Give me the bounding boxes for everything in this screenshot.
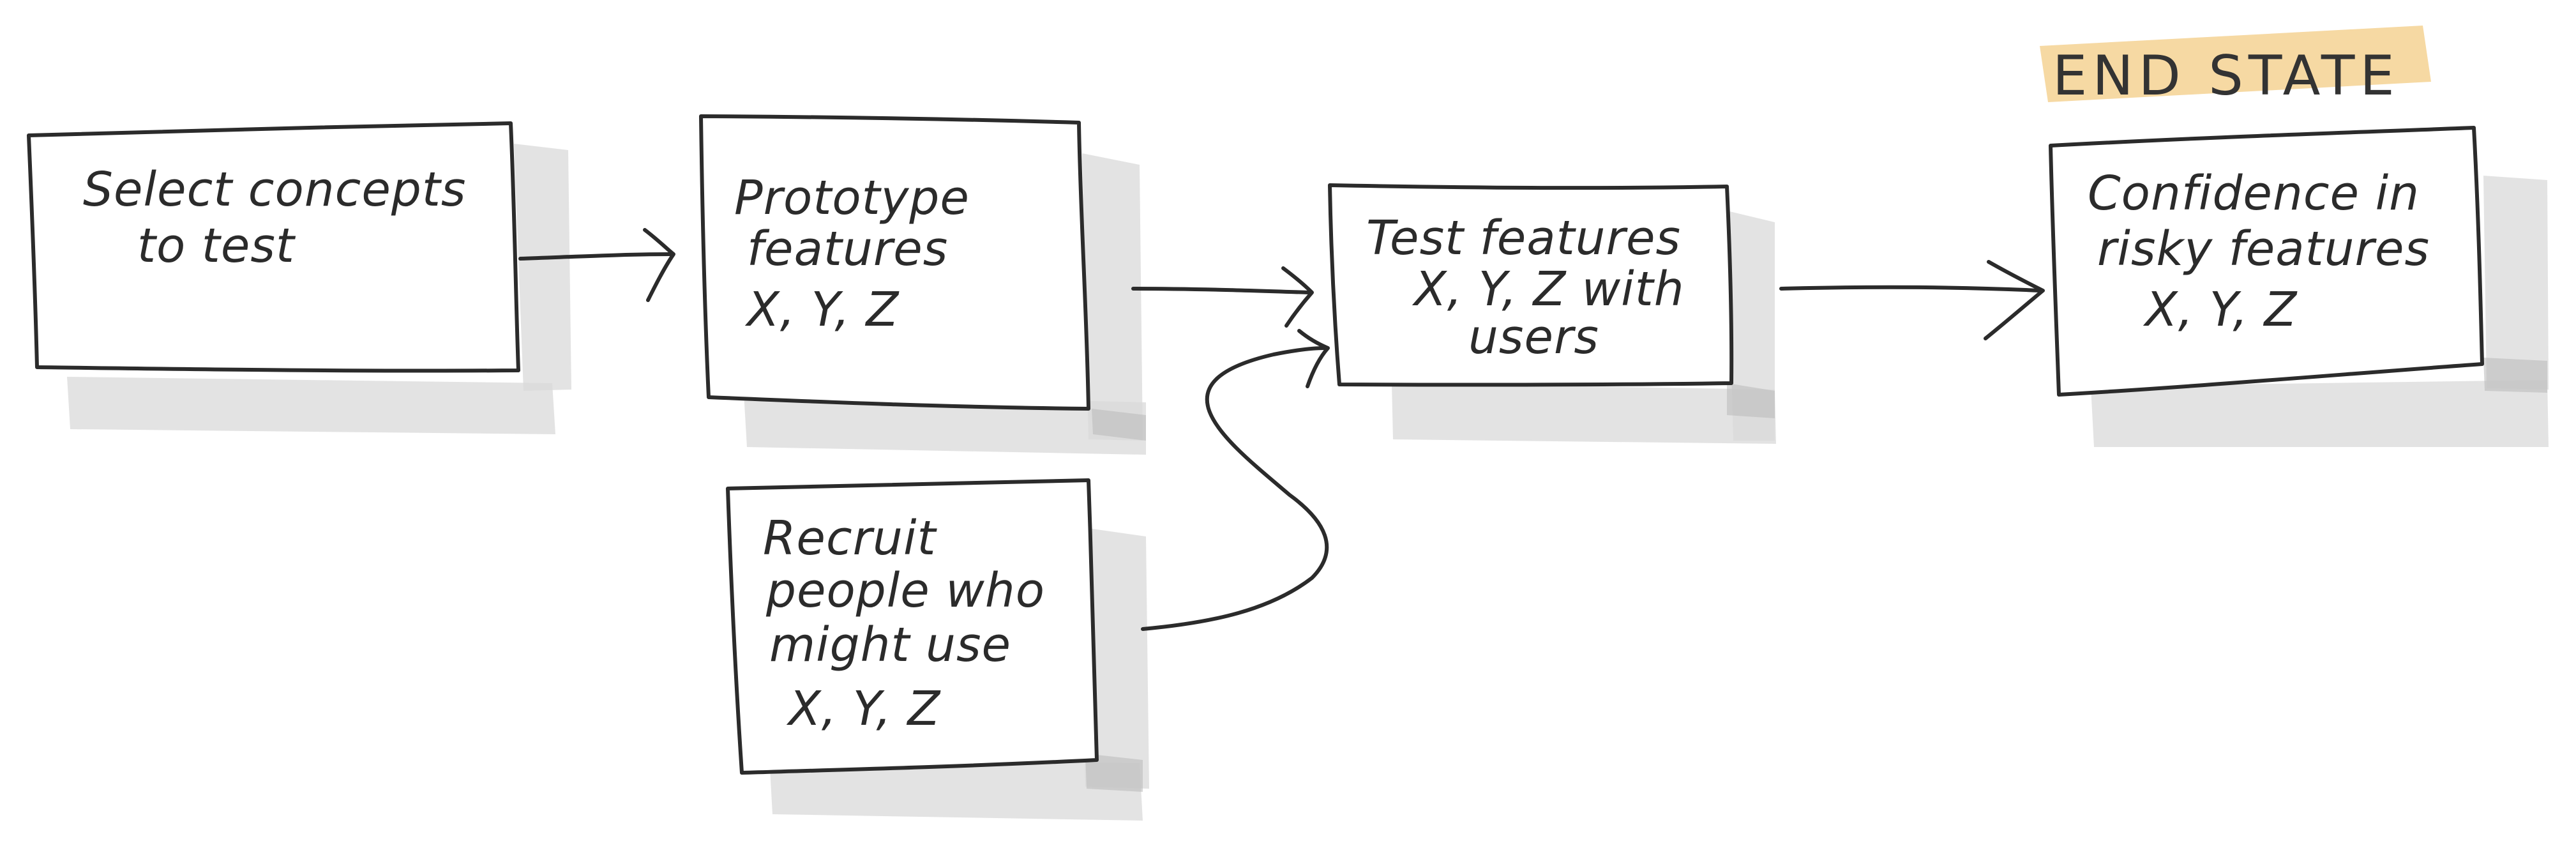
end-state-highlight	[2040, 26, 2431, 102]
end-state-tag: END STATE	[2040, 26, 2431, 108]
svg-text:Confidence in risky feat: Confidence in risky features X, Y, Z	[2088, 166, 2446, 337]
recruit-line-3: might use	[769, 618, 1011, 672]
test-line-3: users	[1468, 310, 1599, 365]
end-state-label: END STATE	[2053, 44, 2400, 108]
shadows	[67, 144, 2549, 821]
confidence-line-2: risky features	[2097, 222, 2430, 277]
svg-text:Test features X, Y, Z wi: Test features X, Y, Z with users	[1366, 211, 1700, 365]
prototype-line-2: features	[747, 222, 948, 277]
arrow-prototype-to-test	[1131, 266, 1314, 328]
prototype-line-1: Prototype	[734, 171, 970, 225]
box-test-features: Test features X, Y, Z with users	[1328, 183, 1734, 387]
svg-text:Recruit people who: Recruit people who might use X, Y, Z	[763, 511, 1061, 736]
confidence-line-3: X, Y, Z	[2143, 282, 2298, 337]
recruit-line-1: Recruit	[763, 511, 938, 566]
test-line-2: X, Y, Z with	[1412, 262, 1685, 317]
confidence-line-1: Confidence in	[2088, 166, 2420, 221]
recruit-line-2: people who	[765, 563, 1045, 618]
select-line-1: Select concepts	[83, 162, 466, 217]
box-prototype-features: Prototype features X, Y, Z	[699, 114, 1090, 411]
box-select-concepts: Select concepts to test	[27, 121, 520, 373]
test-line-1: Test features	[1366, 211, 1681, 266]
prototype-line-3: X, Y, Z	[744, 282, 900, 337]
select-line-2: to test	[137, 218, 296, 273]
svg-text:Prototype features: Prototype features X, Y, Z	[734, 171, 985, 337]
box-confidence: Confidence in risky features X, Y, Z	[2049, 126, 2484, 397]
svg-text:Select concepts to test: Select concepts to test	[83, 162, 482, 273]
box-recruit-people: Recruit people who might use X, Y, Z	[726, 478, 1099, 775]
arrow-select-to-prototype	[518, 228, 675, 302]
arrow-recruit-to-test	[1141, 329, 1330, 631]
arrow-test-to-confidence	[1779, 260, 2045, 340]
recruit-line-4: X, Y, Z	[786, 681, 941, 736]
